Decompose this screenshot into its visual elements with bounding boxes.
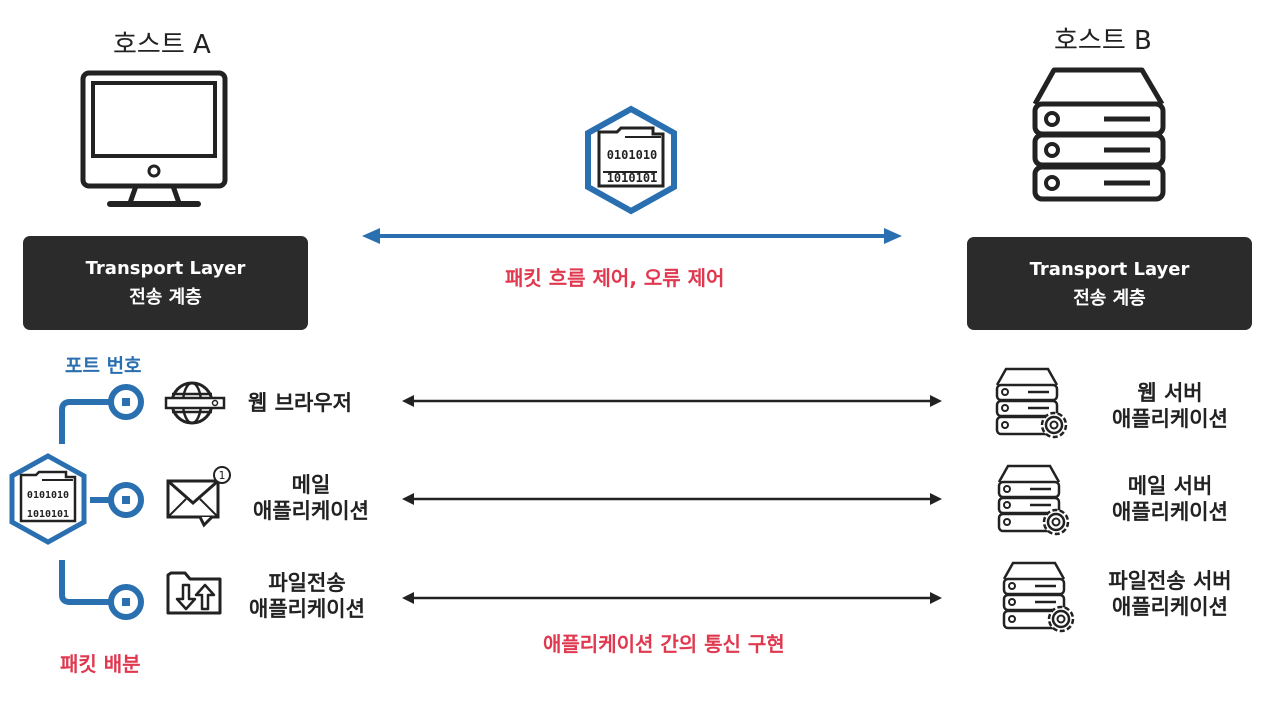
app-arrow-mail — [402, 493, 942, 505]
port-connectors — [59, 384, 144, 620]
port-number-label: 포트 번호 — [65, 355, 142, 377]
host-a-title: 호스트 A — [113, 30, 211, 60]
packet-binary-1: 0101010 — [607, 148, 658, 162]
host-a-app-mail: 메일 애플리케이션 — [249, 472, 373, 524]
host-b-app-web-line2: 애플리케이션 — [1112, 407, 1228, 431]
app-arrow-ftp — [402, 592, 942, 604]
packet-left-binary-1: 0101010 — [27, 490, 69, 501]
host-b-app-mail-line2: 애플리케이션 — [1112, 500, 1228, 524]
transport-caption: 패킷 흐름 제어, 오류 제어 — [505, 266, 725, 290]
host-a-app-web-label: 웹 브라우저 — [248, 391, 352, 415]
host-a-app-ftp: 파일전송 애플리케이션 — [245, 570, 369, 622]
port-circle-2 — [108, 482, 144, 518]
server-gear-icon — [997, 464, 1070, 536]
file-transfer-icon — [166, 571, 222, 615]
server-gear-icon — [1002, 561, 1075, 633]
transport-layer-box-a: Transport Layer 전송 계층 — [23, 236, 308, 330]
transport-arrow — [362, 228, 902, 244]
mail-badge: 1 — [219, 469, 226, 482]
host-b-app-ftp: 파일전송 서버 애플리케이션 — [1095, 568, 1245, 620]
host-b-title: 호스트 B — [1054, 26, 1152, 56]
host-b-app-ftp-line1: 파일전송 서버 — [1108, 569, 1232, 593]
packet-left-binary-2: 1010101 — [27, 509, 69, 520]
host-a-app-ftp-line2: 애플리케이션 — [249, 597, 365, 621]
server-gear-icon — [995, 367, 1068, 439]
host-a-app-mail-line1: 메일 — [291, 473, 331, 497]
host-b-app-mail: 메일 서버 애플리케이션 — [1100, 473, 1240, 525]
layer-a-line1: Transport Layer — [85, 258, 246, 279]
layer-b-line1: Transport Layer — [1029, 258, 1190, 280]
packet-icon: 0101010 1010101 — [585, 105, 677, 215]
mail-icon: 1 — [166, 466, 231, 528]
host-a-app-ftp-line1: 파일전송 — [268, 571, 346, 595]
server-icon — [1032, 67, 1166, 202]
host-b-app-mail-line1: 메일 서버 — [1127, 474, 1213, 498]
port-circle-1 — [108, 384, 144, 420]
packet-binary-2: 1010101 — [607, 171, 658, 185]
packet-distribution-label: 패킷 배분 — [60, 652, 141, 676]
host-a-app-web: 웹 브라우저 — [248, 390, 352, 416]
packet-distribution-icon: 0101010 1010101 — [9, 453, 87, 545]
layer-a-line2: 전송 계층 — [129, 287, 202, 308]
globe-icon — [164, 381, 226, 425]
app-arrow-web — [402, 395, 942, 407]
app-caption: 애플리케이션 간의 통신 구현 — [543, 632, 785, 656]
layer-b-line2: 전송 계층 — [1073, 287, 1146, 309]
host-b-app-ftp-line2: 애플리케이션 — [1112, 595, 1228, 619]
port-circle-3 — [108, 584, 144, 620]
host-a-app-mail-line2: 애플리케이션 — [253, 499, 369, 523]
host-b-app-web-line1: 웹 서버 — [1137, 381, 1203, 405]
host-b-app-web: 웹 서버 애플리케이션 — [1100, 380, 1240, 432]
transport-layer-box-b: Transport Layer 전송 계층 — [967, 237, 1252, 330]
monitor-icon — [80, 70, 228, 207]
